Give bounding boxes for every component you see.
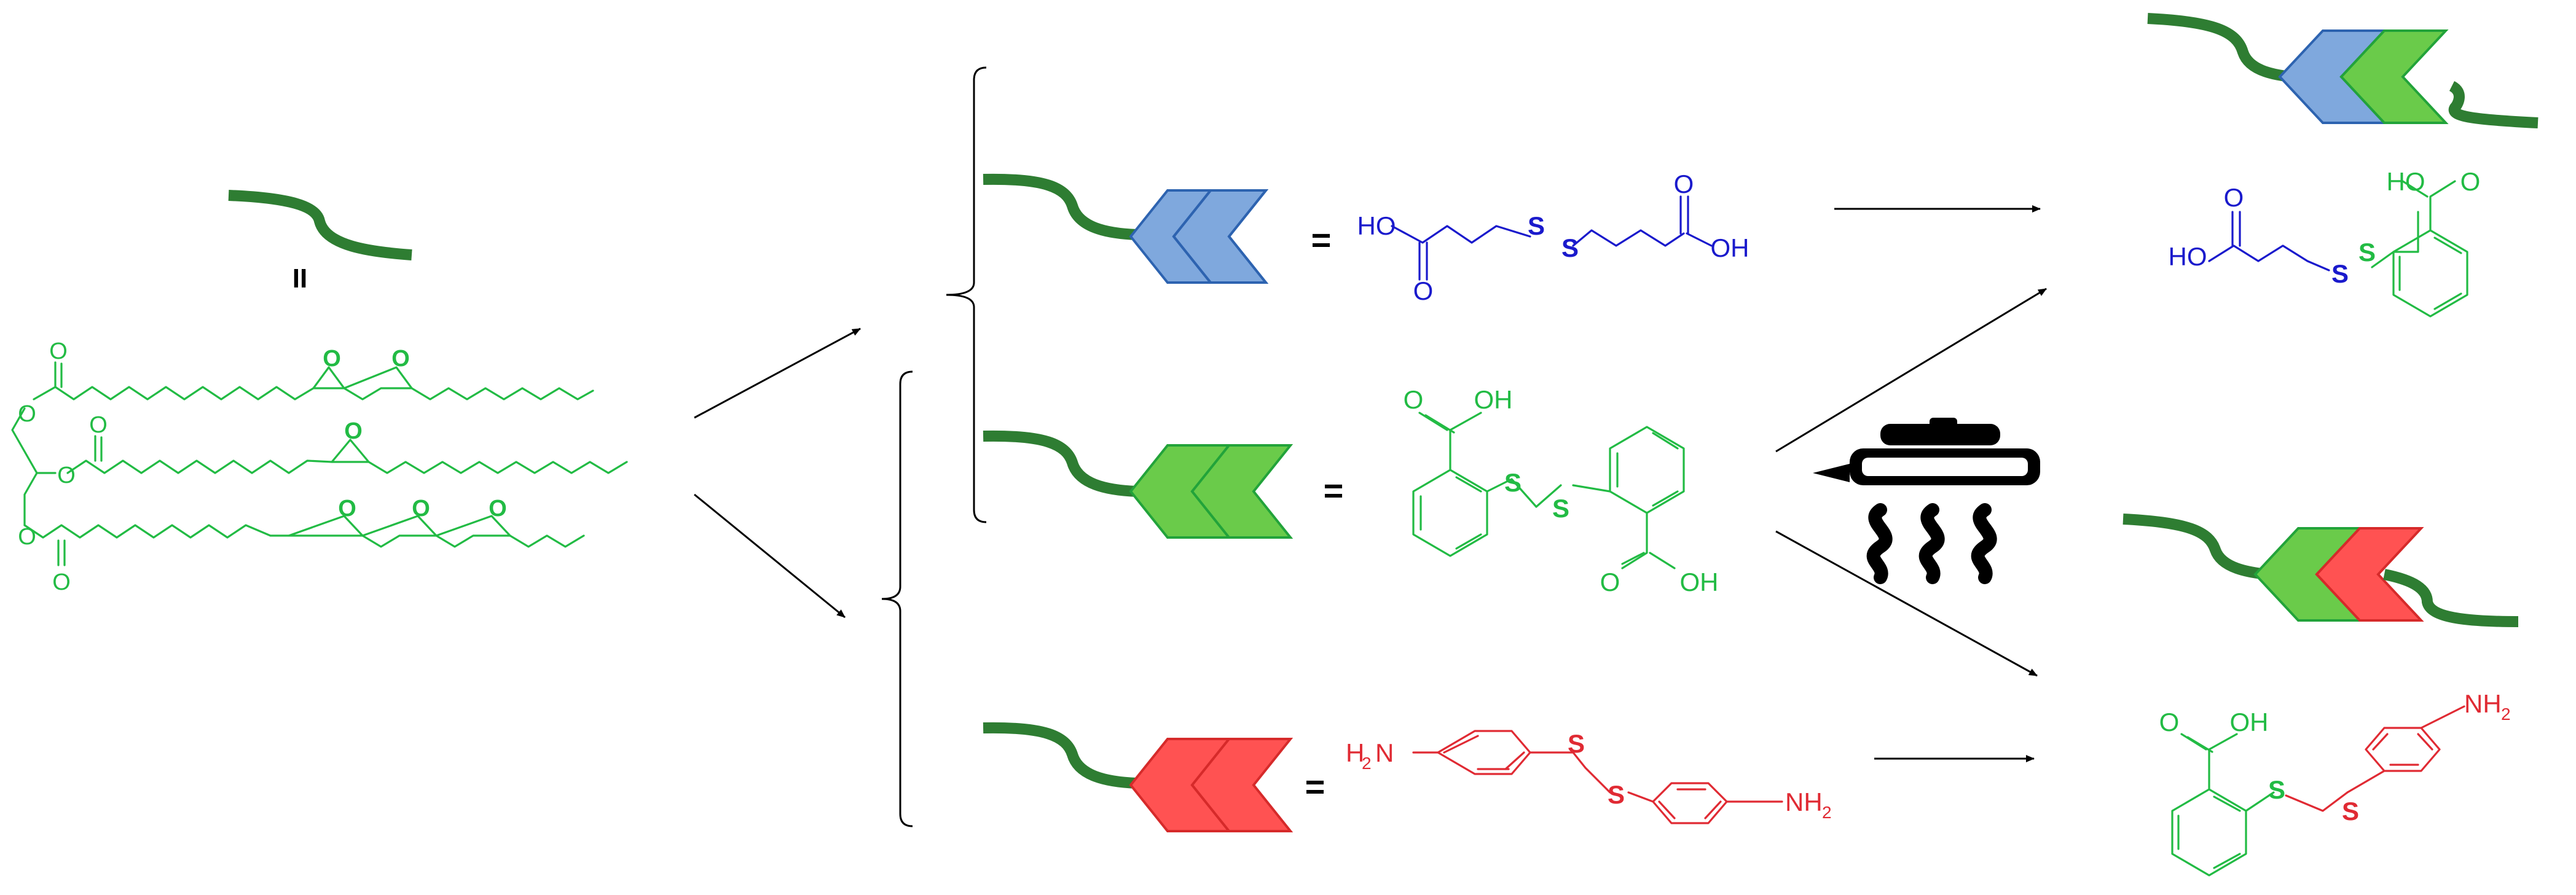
green-disulfide-structure: O OH S S O OH [1404, 385, 1719, 596]
svg-text:O: O [57, 463, 76, 488]
arrow-green-to-lower-product [1775, 530, 2038, 677]
svg-text:O: O [18, 401, 36, 427]
arrow-to-green-red [694, 493, 846, 619]
blue-unit-row [983, 173, 1269, 284]
red-unit-row [983, 722, 1294, 832]
svg-text:S: S [2342, 797, 2359, 826]
equals-blue: = [1311, 221, 1332, 259]
svg-text:OH: OH [1711, 233, 1749, 262]
svg-text:O: O [2460, 167, 2481, 196]
product-blue-green-units [2147, 13, 2539, 128]
equals-red: = [1305, 767, 1325, 806]
svg-text:S: S [1552, 494, 1569, 523]
product-green-red-structure: O OH S S NH 2 [2159, 689, 2511, 877]
svg-text:S: S [2268, 775, 2285, 804]
svg-text:O: O [52, 569, 71, 595]
svg-text:O: O [1600, 568, 1620, 596]
svg-text:O: O [344, 418, 363, 444]
svg-text:O: O [1674, 170, 1694, 198]
green-unit-row [983, 430, 1294, 539]
svg-text:2: 2 [2501, 705, 2511, 724]
svg-text:O: O [1404, 385, 1424, 414]
heat-press-icon [1813, 418, 2040, 584]
svg-text:O: O [89, 412, 108, 438]
svg-text:2: 2 [1362, 754, 1372, 773]
legend-chain [228, 190, 412, 260]
svg-text:S: S [1528, 211, 1545, 240]
svg-text:S: S [1568, 729, 1585, 758]
svg-text:O: O [391, 346, 410, 372]
svg-text:O: O [1413, 276, 1434, 305]
upper-brace [946, 66, 987, 523]
svg-text:2: 2 [1822, 803, 1832, 822]
svg-text:O: O [338, 496, 356, 522]
svg-text:O: O [323, 346, 341, 372]
svg-text:HO: HO [2387, 167, 2425, 196]
svg-text:S: S [2331, 259, 2349, 288]
svg-text:OH: OH [2230, 708, 2269, 737]
svg-text:N: N [1375, 738, 1394, 767]
arrow-green-to-upper-product [1775, 287, 2047, 453]
svg-text:O: O [49, 338, 68, 364]
svg-text:O: O [2159, 708, 2180, 737]
product-blue-green-structure: HO O HO O S S [2169, 167, 2481, 318]
epoxidized-oil-structure: O O O O O O O O O O O O [11, 338, 628, 595]
svg-text:H: H [1346, 738, 1364, 767]
parallel-sign: II [293, 264, 307, 294]
arrow-to-blue-green [694, 327, 861, 419]
svg-text:O: O [412, 496, 430, 522]
svg-text:HO: HO [2169, 242, 2207, 271]
svg-text:HO: HO [1357, 211, 1396, 240]
svg-text:O: O [2224, 183, 2244, 212]
svg-text:O: O [489, 496, 507, 522]
svg-text:OH: OH [1474, 385, 1513, 414]
red-disulfide-structure: H 2 N S S NH 2 [1346, 729, 1832, 824]
blue-disulfide-structure: HO O S S O OH [1357, 170, 1749, 305]
svg-text:NH: NH [1785, 788, 1823, 816]
svg-text:S: S [1504, 468, 1522, 497]
svg-text:S: S [1608, 780, 1625, 809]
svg-text:OH: OH [1680, 568, 1719, 596]
svg-text:S: S [1561, 233, 1579, 262]
svg-text:NH: NH [2464, 689, 2502, 718]
lower-brace [881, 370, 913, 827]
svg-text:O: O [18, 524, 36, 550]
equals-green: = [1324, 471, 1344, 510]
product-green-red-units [2122, 514, 2519, 627]
svg-text:S: S [2358, 238, 2376, 267]
